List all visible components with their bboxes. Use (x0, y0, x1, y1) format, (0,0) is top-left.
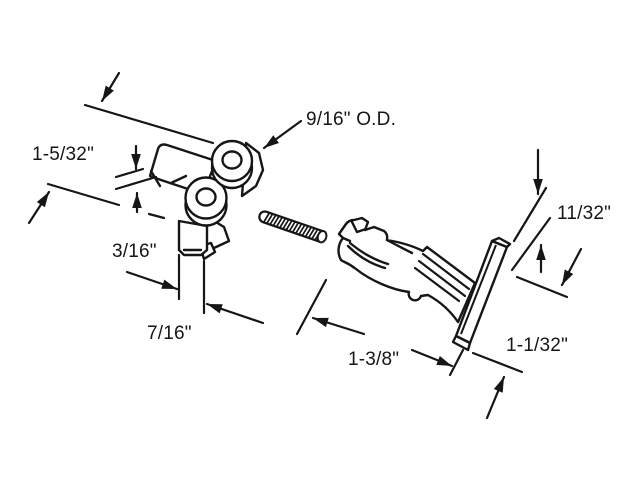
mounting-screw (258, 210, 328, 244)
dim-label-plate-height: 1-1/32" (506, 335, 569, 356)
dim-label-overall-height: 1-5/32" (32, 144, 95, 165)
dim-label-foot-width: 7/16" (147, 323, 192, 344)
roller-bracket-part (148, 139, 265, 261)
mounting-plate-part (451, 236, 512, 352)
top-roller (210, 139, 254, 190)
dim-roller-od-leader (262, 119, 303, 150)
dim-7-16-annotation (125, 253, 265, 325)
dim-11-32-annotation (510, 148, 552, 274)
dim-3-16-annotation (114, 144, 158, 214)
dim-1-5-32-annotation (27, 71, 215, 225)
arm-ribs (413, 252, 471, 303)
dim-label-roller-od: 9/16" O.D. (306, 109, 397, 130)
dim-label-arm-length: 1-3/8" (348, 349, 400, 370)
dim-1-3-8-annotation (295, 278, 465, 377)
dimension-annotations (27, 71, 583, 420)
dim-label-plate-offset: 11/32" (557, 203, 612, 224)
latch-arm-part (337, 216, 477, 324)
dim-label-gap: 3/16" (112, 241, 157, 262)
bottom-roller (184, 176, 228, 227)
dim-1-1-32-annotation (471, 247, 583, 420)
screw-threads (262, 212, 322, 241)
